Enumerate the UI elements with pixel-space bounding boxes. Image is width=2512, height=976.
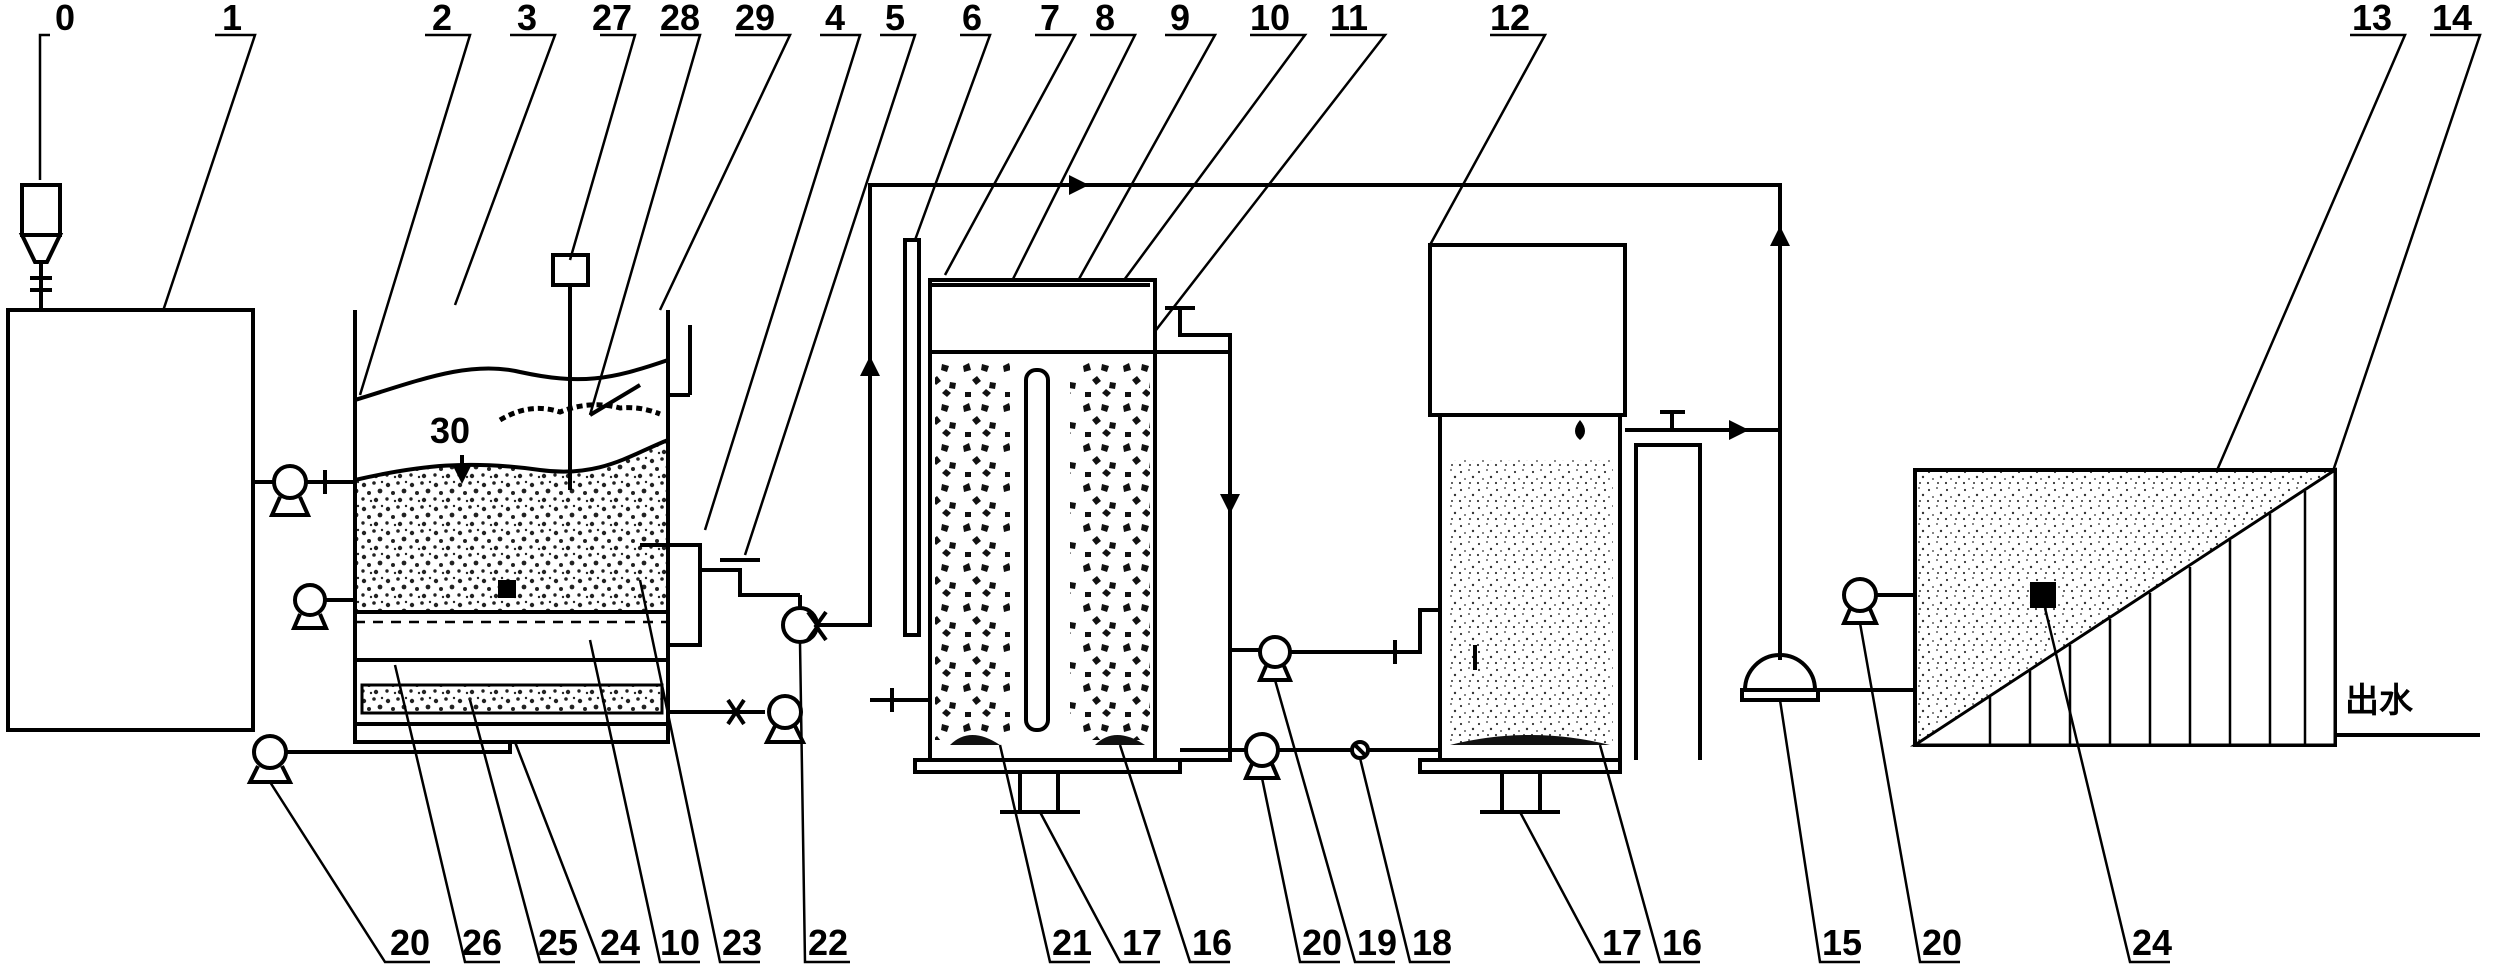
bottom-feed-line: [1180, 732, 1438, 780]
biofilm-reactor: [870, 238, 1232, 814]
label-4: 4: [825, 0, 845, 38]
top-label-group: 0 1 2 3 27 28 29 4 5 6 7 8 9 10 11 12 13…: [55, 0, 2472, 38]
label-17-a: 17: [1122, 922, 1162, 963]
feed-pump-icon: [253, 464, 355, 517]
label-24-a: 24: [600, 922, 640, 963]
reactor-tank-2: [353, 253, 702, 744]
label-18: 18: [1412, 922, 1452, 963]
bottom-label-group: 20 26 25 24 10 23 22 21 17 16 20 19 18 1…: [390, 922, 2172, 963]
label-27: 27: [592, 0, 632, 38]
label-20-c: 20: [1922, 922, 1962, 963]
return-pump-icon: [668, 694, 807, 744]
side-pump-icon: [290, 583, 355, 630]
label-10-top: 10: [1250, 0, 1290, 38]
label-25: 25: [538, 922, 578, 963]
label-26: 26: [462, 922, 502, 963]
label-17-b: 17: [1602, 922, 1642, 963]
label-0: 0: [55, 0, 75, 38]
label-16-b: 16: [1662, 922, 1702, 963]
label-11: 11: [1330, 0, 1368, 38]
label-28: 28: [660, 0, 700, 38]
dosing-bottle-icon: [18, 183, 64, 310]
leader-lines-bottom: [268, 579, 2170, 964]
label-14: 14: [2432, 0, 2472, 38]
label-1: 1: [222, 0, 242, 38]
leader-lines-top: [38, 33, 2482, 556]
label-13: 13: [2352, 0, 2392, 38]
label-23: 23: [722, 922, 762, 963]
outlet-label: 出水: [2345, 681, 2414, 721]
label-5: 5: [885, 0, 905, 38]
label-22: 22: [808, 922, 848, 963]
label-24-b: 24: [2132, 922, 2172, 963]
label-29: 29: [735, 0, 775, 38]
filter-column: [1418, 243, 1782, 814]
label-9: 9: [1170, 0, 1190, 38]
label-8: 8: [1095, 0, 1115, 38]
pipe-to-filter: [1220, 335, 1440, 682]
label-6: 6: [962, 0, 982, 38]
raw-water-tank: [6, 308, 255, 732]
constructed-wetland: [1740, 430, 2480, 747]
label-16-a: 16: [1192, 922, 1232, 963]
label-2: 2: [432, 0, 452, 38]
label-3: 3: [517, 0, 537, 38]
label-19: 19: [1357, 922, 1397, 963]
label-12: 12: [1490, 0, 1530, 38]
label-30: 30: [430, 410, 470, 451]
label-10-bottom: 10: [660, 922, 700, 963]
label-15: 15: [1822, 922, 1862, 963]
label-20-a: 20: [390, 922, 430, 963]
label-21: 21: [1052, 922, 1092, 963]
transfer-piping: [700, 175, 1790, 644]
label-20-b: 20: [1302, 922, 1342, 963]
label-7: 7: [1040, 0, 1060, 38]
